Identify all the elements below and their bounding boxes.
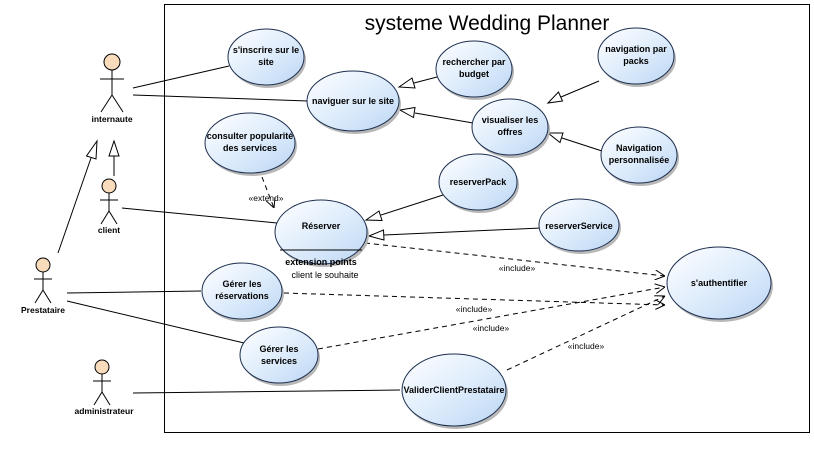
usecase-label: reserverService <box>545 221 613 231</box>
usecase-reserver[interactable]: Réserver extension points client le souh… <box>274 199 369 280</box>
generalization-prestataire-internaute <box>57 157 92 254</box>
include-valider-authentifier <box>506 296 665 371</box>
usecase-label: services <box>261 356 297 366</box>
usecase-label: ValiderClientPrestataire <box>403 385 504 395</box>
usecase-label: site <box>258 57 274 67</box>
actor-internaute[interactable]: internaute <box>91 53 133 124</box>
usecase-navigation-packs[interactable]: navigation par packs <box>597 27 676 87</box>
usecase-rechercher-budget[interactable]: rechercher par budget <box>435 40 514 100</box>
usecase-gerer-reservations[interactable]: Gérer les réservations <box>201 262 284 322</box>
generalization-perso-visualiser <box>561 137 603 152</box>
generalization-visualiser-naviguer <box>414 112 474 124</box>
actor-client[interactable]: client <box>98 178 120 235</box>
include-label: «include» <box>499 263 536 273</box>
actor-label: client <box>98 225 120 235</box>
usecase-sinscrire[interactable]: s'inscrire sur le site <box>227 28 306 88</box>
include-gerer-reservations-authentifier <box>283 292 665 305</box>
usecase-consulter-popularite[interactable]: consulter popularité des services <box>204 112 297 176</box>
usecase-label: reserverPack <box>450 177 508 187</box>
usecase-label: personnalisée <box>609 155 670 165</box>
usecase-label: Réserver <box>302 221 341 231</box>
generalization-arrowhead <box>397 77 416 89</box>
usecase-label: s'inscrire sur le <box>233 45 299 55</box>
generalization-arrowhead <box>364 210 383 222</box>
actor-head-icon <box>94 359 110 375</box>
usecase-label: Gérer les <box>222 279 261 289</box>
usecase-label: offres <box>497 127 522 137</box>
extension-points-label: extension points <box>285 257 357 267</box>
usecase-naviguer[interactable]: naviguer sur le site <box>306 70 401 134</box>
usecase-visualiser-offres[interactable]: visualiser les offres <box>471 98 550 158</box>
actor-head-icon <box>35 257 51 273</box>
generalization-reserverservice-reserver <box>383 227 542 236</box>
actor-head-icon <box>103 53 121 71</box>
assoc-prestataire-gerer-reservations <box>66 290 202 294</box>
extend-label: «extend» <box>249 193 284 203</box>
usecase-label: des services <box>223 143 277 153</box>
generalization-rechercher-naviguer <box>413 76 438 84</box>
usecase-navigation-personnalisee[interactable]: Navigation personnalisée <box>600 126 679 186</box>
usecase-label: visualiser les <box>482 115 539 125</box>
generalization-arrowhead <box>108 139 120 157</box>
extension-point-item: client le souhaite <box>291 270 358 280</box>
include-label: «include» <box>456 304 493 314</box>
system-title: systeme Wedding Planner <box>365 12 610 35</box>
actor-label: Prestataire <box>21 305 65 315</box>
actor-head-icon <box>101 178 117 194</box>
include-label: «include» <box>473 323 510 333</box>
usecase-reserverpack[interactable]: reserverPack <box>438 153 519 213</box>
generalization-arrowhead <box>546 91 564 104</box>
generalization-arrowhead <box>85 139 98 160</box>
usecase-label: packs <box>623 56 649 66</box>
actor-prestataire[interactable]: Prestataire <box>21 257 65 315</box>
actor-label: administrateur <box>74 406 134 416</box>
extend-consulter-reserver <box>261 176 274 208</box>
usecase-label: navigation par <box>605 44 667 54</box>
assoc-client-reserver <box>121 207 278 224</box>
include-label: «include» <box>568 341 605 351</box>
assoc-prestataire-gerer-services <box>66 300 245 344</box>
assoc-administrateur-valider <box>132 389 401 394</box>
usecase-authentifier[interactable]: s'authentifier <box>666 246 773 322</box>
usecase-label: s'authentifier <box>691 278 748 288</box>
assoc-internaute-inscrire <box>132 65 230 89</box>
usecase-label: rechercher par <box>442 57 506 67</box>
usecase-label: Navigation <box>616 143 662 153</box>
usecase-label: budget <box>459 69 489 79</box>
generalization-arrowhead <box>546 132 564 144</box>
generalization-packs-visualiser <box>560 80 600 98</box>
generalization-arrowhead <box>398 106 416 119</box>
actor-label: internaute <box>91 114 132 124</box>
generalization-reserverpack-reserver <box>380 194 444 216</box>
usecase-label: naviguer sur le site <box>312 96 394 106</box>
actor-administrateur[interactable]: administrateur <box>74 359 134 416</box>
generalization-arrowhead <box>367 229 385 241</box>
usecase-label: réservations <box>215 291 269 301</box>
usecase-validerclientprestataire[interactable]: ValiderClientPrestataire <box>401 353 508 429</box>
usecase-label: Gérer les <box>259 344 298 354</box>
usecase-label: consulter popularité <box>207 131 294 141</box>
usecase-reserverservice[interactable]: reserverService <box>538 198 621 254</box>
usecase-gerer-services[interactable]: Gérer les services <box>239 326 320 386</box>
include-gerer-services-authentifier <box>317 287 665 350</box>
assoc-internaute-naviguer <box>132 94 309 102</box>
